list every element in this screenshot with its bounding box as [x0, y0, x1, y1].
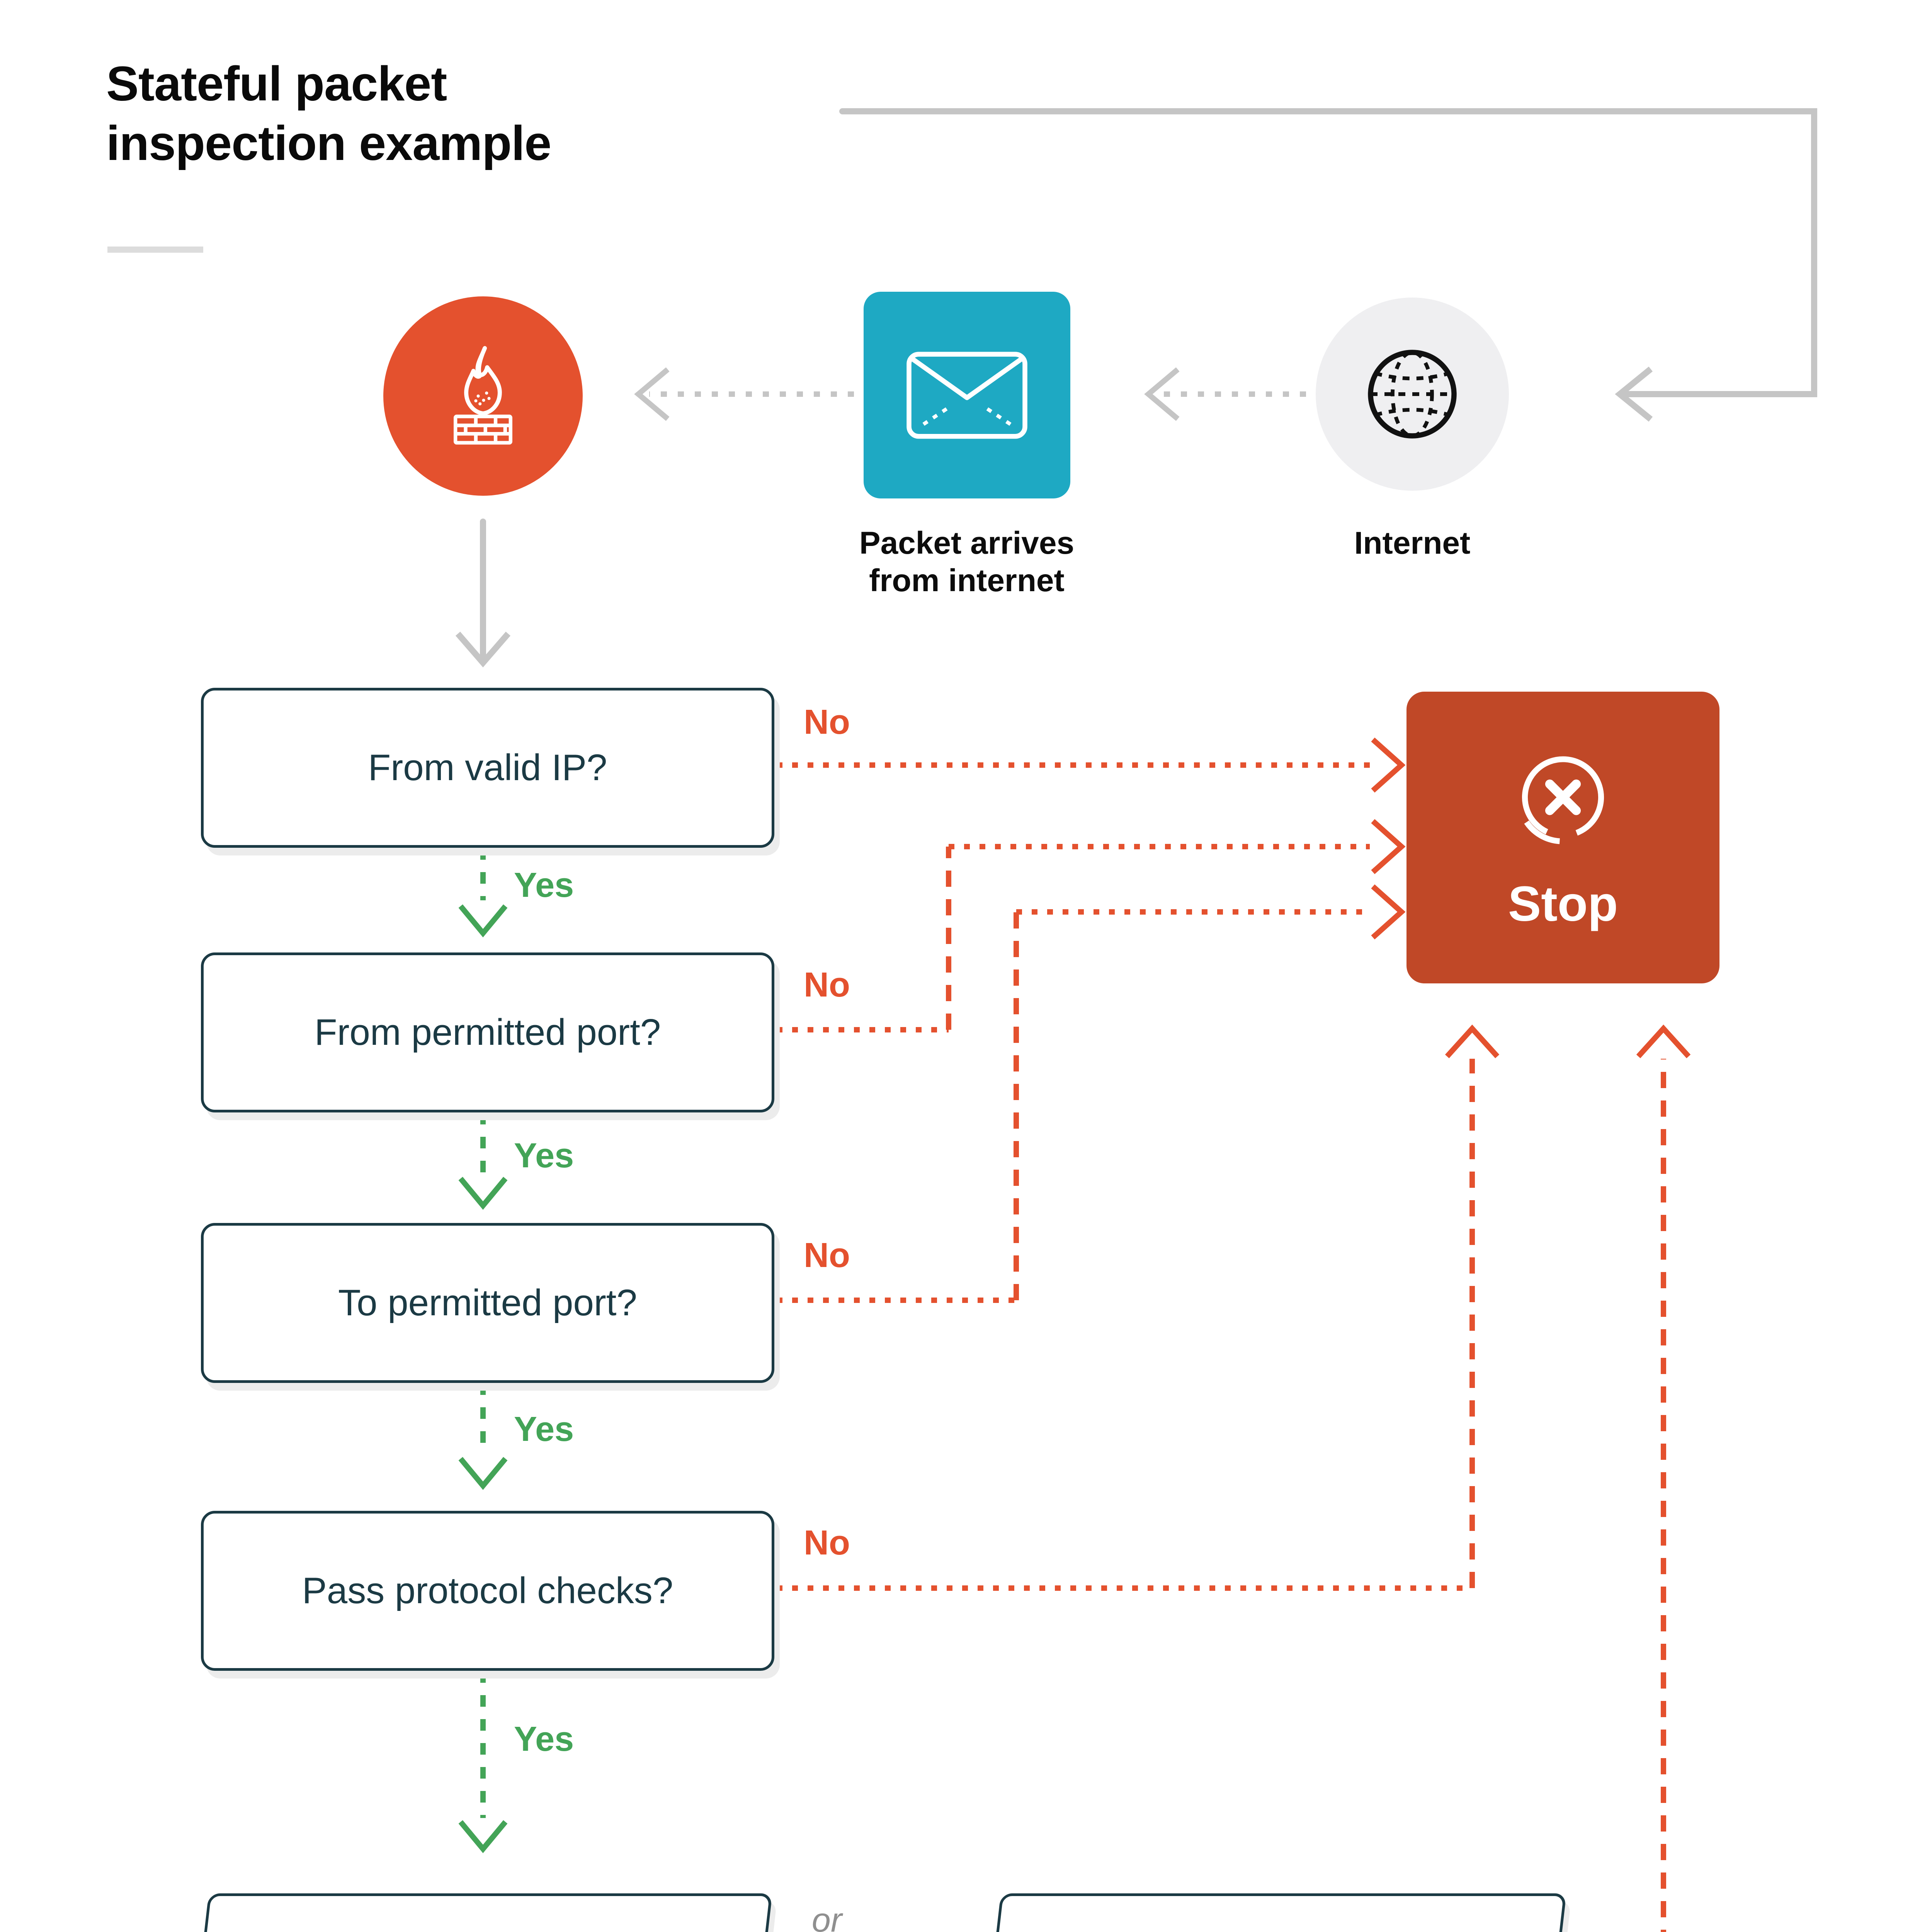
- no-path-valid-ip: [777, 737, 1406, 793]
- stop-node: Stop: [1406, 692, 1719, 983]
- page-title-line1: Stateful packet: [106, 56, 447, 111]
- packet-to-firewall-arrow: [634, 367, 854, 421]
- no-label-valid-ip: No: [804, 703, 850, 742]
- yes-label-from-port: Yes: [514, 1136, 574, 1175]
- circle-x-icon: [1522, 756, 1604, 844]
- envelope-icon: [906, 352, 1027, 439]
- no-path-to-port: [777, 884, 1406, 1303]
- yes-label-to-port: Yes: [514, 1410, 574, 1449]
- yes-path-valid-ip: [458, 848, 508, 937]
- globe-icon: [1368, 350, 1457, 439]
- decision-to-permitted-port: To permitted port?: [201, 1223, 774, 1383]
- firewall-icon: [454, 346, 512, 445]
- record-connection-table-node: Record IP and SYN/ACK data in connection…: [182, 1893, 772, 1932]
- decision-pass-protocol-checks-label: Pass protocol checks?: [302, 1570, 673, 1611]
- decision-from-valid-ip: From valid IP?: [201, 688, 774, 848]
- packet-arrives-label-line1: Packet arrives: [859, 526, 1075, 561]
- or-label: or: [811, 1901, 842, 1932]
- packet-arrives-label-line2: from internet: [869, 563, 1065, 598]
- stop-label: Stop: [1508, 876, 1618, 932]
- decision-to-permitted-port-label: To permitted port?: [338, 1282, 637, 1323]
- internet-node: [1316, 298, 1509, 491]
- no-path-protocol: [777, 1024, 1500, 1591]
- no-label-from-port: No: [804, 966, 850, 1004]
- firewall-drop-arrow: [455, 519, 511, 668]
- decision-pass-protocol-checks: Pass protocol checks?: [201, 1511, 774, 1671]
- decision-from-valid-ip-label: From valid IP?: [368, 747, 607, 788]
- internet-label: Internet: [1354, 526, 1471, 561]
- decision-from-permitted-port: From permitted port?: [201, 952, 774, 1112]
- no-label-to-port: No: [804, 1236, 850, 1275]
- page-title-line2: inspection example: [106, 116, 551, 170]
- yes-path-protocol: [458, 1671, 508, 1853]
- yes-path-from-port: [458, 1113, 508, 1210]
- page-title: Stateful packet inspection example: [106, 54, 840, 173]
- title-to-internet-connector: [839, 108, 1817, 422]
- internet-to-packet-arrow: [1144, 367, 1306, 421]
- check-connection-table-node: Check IP and SYN/ACK against data in con…: [974, 1893, 1566, 1932]
- decision-from-permitted-port-label: From permitted port?: [314, 1012, 661, 1053]
- yes-label-valid-ip: Yes: [514, 866, 574, 905]
- packet-arrives-node: [864, 292, 1070, 498]
- yes-label-protocol: Yes: [514, 1720, 574, 1759]
- no-path-match: [1636, 1024, 1691, 1932]
- packet-arrives-label: Packet arrives from internet: [753, 525, 1180, 600]
- title-underline: [107, 247, 203, 253]
- no-path-from-port: [777, 819, 1406, 1032]
- yes-path-to-port: [458, 1383, 508, 1490]
- no-label-protocol: No: [804, 1524, 850, 1562]
- firewall-node: [383, 296, 583, 496]
